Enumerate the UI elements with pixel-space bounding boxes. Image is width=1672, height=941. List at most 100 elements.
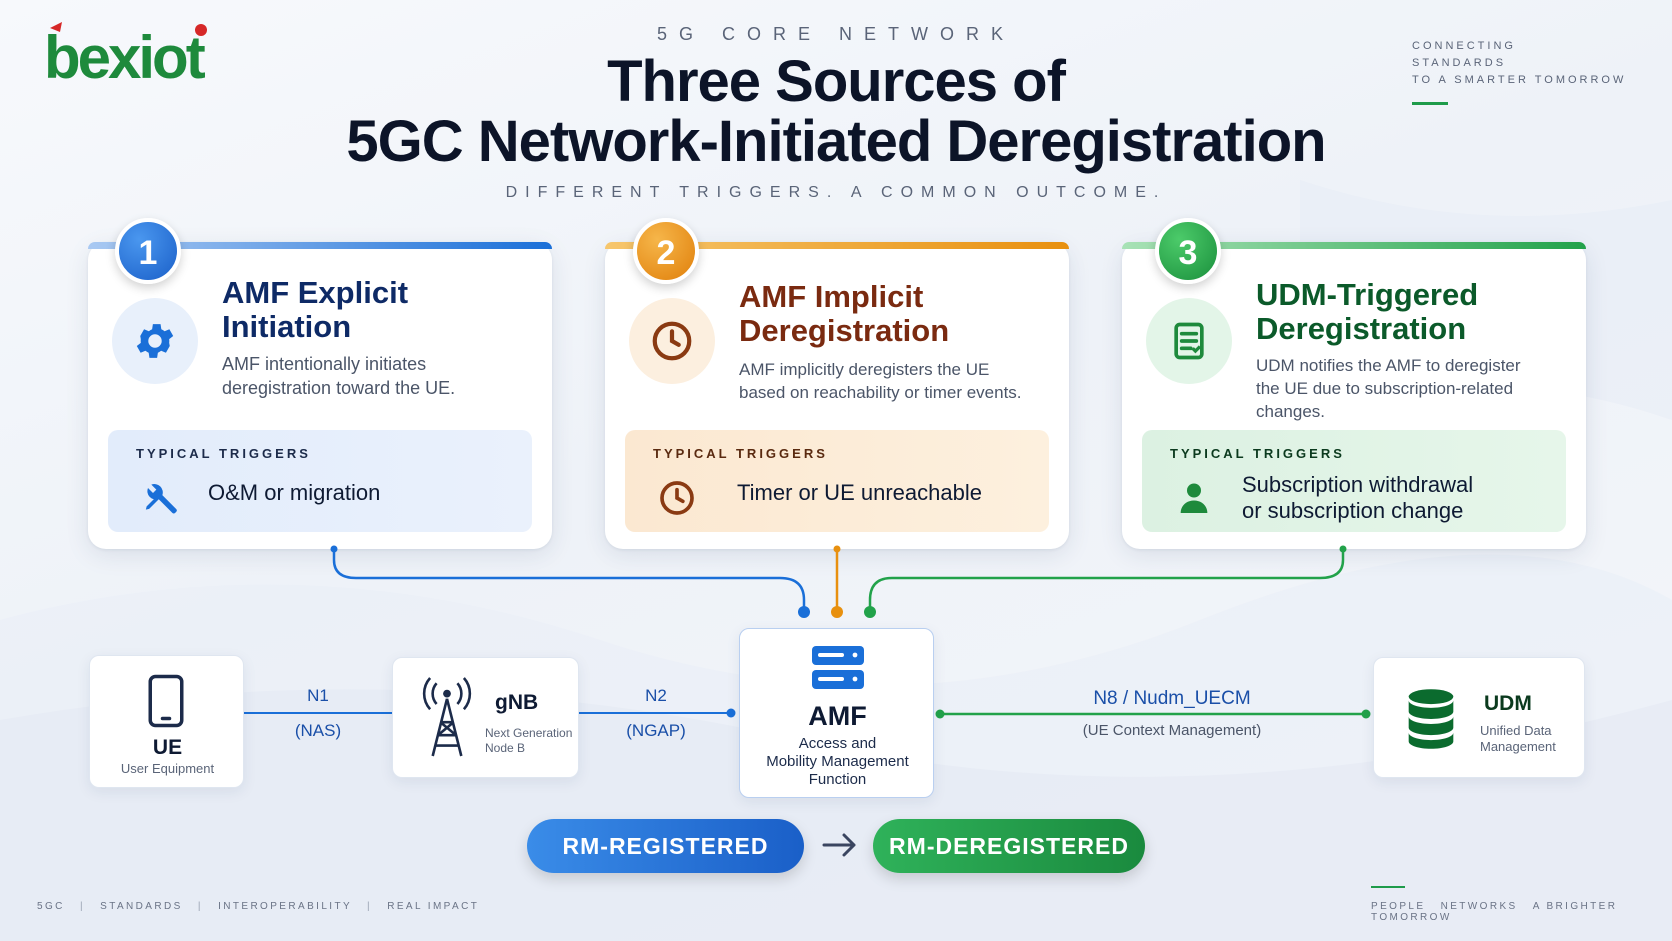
connector-dot bbox=[935, 709, 945, 719]
node-gnb: gNB Next Generation Node B bbox=[392, 657, 579, 778]
footer-divider bbox=[1371, 886, 1405, 888]
connector-dot bbox=[831, 606, 843, 618]
bexiot-logo: bexiot bbox=[42, 18, 242, 91]
node-udm: UDM Unified Data Management bbox=[1373, 657, 1585, 778]
tagline-line: CONNECTING bbox=[1412, 40, 1516, 52]
node-subtitle: Unified Data Management bbox=[1480, 723, 1556, 755]
user-icon bbox=[1172, 476, 1216, 520]
card-title-line: Initiation bbox=[222, 309, 352, 344]
document-icon-svg bbox=[1174, 322, 1204, 360]
card-accent-bar bbox=[88, 242, 552, 249]
tools-icon bbox=[138, 476, 182, 520]
link-n1-protocol: (NAS) bbox=[294, 721, 342, 740]
connector-dot bbox=[1339, 545, 1347, 553]
tagline-divider bbox=[1412, 102, 1448, 105]
node-title: UE bbox=[152, 736, 183, 759]
card-desc-line: AMF intentionally initiates bbox=[222, 354, 427, 374]
triggers-label: TYPICAL TRIGGERS bbox=[136, 446, 311, 461]
card-desc-line: deregistration toward the UE. bbox=[222, 378, 456, 398]
logo-mark: bexiot bbox=[44, 22, 209, 91]
tagline-line: STANDARDS bbox=[1412, 57, 1507, 69]
state-registered: RM-REGISTERED bbox=[527, 819, 804, 873]
trigger-text: Timer or UE unreachable bbox=[737, 480, 982, 505]
eyebrow-label: 5G CORE NETWORK bbox=[656, 24, 1015, 44]
link-n8-name: N8 / Nudm_UECM bbox=[1093, 688, 1251, 709]
footer-item: INTEROPERABILITY bbox=[218, 901, 352, 912]
card-title-line: AMF Explicit bbox=[222, 275, 409, 310]
footer-left: 5GC | STANDARDS | INTEROPERABILITY | REA… bbox=[37, 901, 479, 912]
card-desc-line: the UE due to subscription-related bbox=[1256, 379, 1514, 398]
footer-separator: | bbox=[197, 901, 203, 912]
triggers-panel: TYPICAL TRIGGERS O&M or migration bbox=[108, 430, 532, 532]
card-description: AMF implicitly deregisters the UE based … bbox=[739, 358, 1059, 404]
node-title: AMF bbox=[808, 701, 867, 731]
user-icon-svg bbox=[1180, 483, 1208, 513]
trigger-text-line: or subscription change bbox=[1242, 498, 1464, 523]
node-subtitle-line: Management bbox=[1480, 739, 1556, 754]
card-accent-bar bbox=[605, 242, 1069, 249]
node-subtitle-line: Next Generation bbox=[485, 726, 573, 740]
clock-icon-svg bbox=[660, 481, 694, 515]
connector-green bbox=[868, 549, 1345, 612]
database-icon bbox=[1408, 689, 1454, 749]
link-n1-name: N1 bbox=[307, 686, 329, 705]
connector-dot bbox=[833, 545, 841, 553]
card-desc-line: AMF implicitly deregisters the UE bbox=[739, 360, 990, 379]
connector-dot bbox=[798, 606, 810, 618]
card-title: UDM-Triggered Deregistration bbox=[1256, 278, 1478, 346]
node-subtitle: Access and Mobility Management Function bbox=[740, 735, 935, 789]
card-title-line: UDM-Triggered bbox=[1256, 277, 1479, 312]
footer-item: REAL IMPACT bbox=[387, 901, 480, 912]
card-title-line: Deregistration bbox=[739, 313, 950, 348]
card-description: AMF intentionally initiates deregistrati… bbox=[222, 352, 542, 400]
triggers-panel: TYPICAL TRIGGERS Timer or UE unreachable bbox=[625, 430, 1049, 532]
card-title-line: Deregistration bbox=[1256, 311, 1467, 346]
node-title: UDM bbox=[1484, 692, 1532, 715]
tagline-right: CONNECTING STANDARDS TO A SMARTER TOMORR… bbox=[1412, 38, 1626, 89]
footer-item: 5GC bbox=[37, 901, 65, 912]
card-title-line: AMF Implicit bbox=[739, 279, 924, 314]
card-desc-line: based on reachability or timer events. bbox=[739, 383, 1022, 402]
document-icon bbox=[1146, 298, 1232, 384]
node-subtitle-line: Mobility Management bbox=[766, 753, 909, 770]
footer-right: PEOPLE NETWORKS A BRIGHTER TOMORROW bbox=[1371, 901, 1672, 923]
title-line-1: Three Sources of bbox=[607, 49, 1066, 114]
footer-item: NETWORKS bbox=[1440, 901, 1518, 912]
triggers-label: TYPICAL TRIGGERS bbox=[653, 446, 828, 461]
card-desc-line: UDM notifies the AMF to deregister bbox=[1256, 356, 1521, 375]
card-desc-line: changes. bbox=[1256, 402, 1325, 421]
node-ue: UE User Equipment bbox=[89, 655, 244, 788]
link-n2-name: N2 bbox=[645, 686, 667, 705]
page-title: Three Sources of 5GC Network-Initiated D… bbox=[0, 52, 1672, 172]
phone-icon bbox=[148, 674, 184, 728]
card-udm-triggered: UDM-Triggered Deregistration UDM notifie… bbox=[1122, 242, 1586, 549]
trigger-text: Subscription withdrawal or subscription … bbox=[1242, 472, 1473, 524]
title-line-2: 5GC Network-Initiated Deregistration bbox=[346, 109, 1326, 174]
footer-item: A BRIGHTER TOMORROW bbox=[1371, 901, 1618, 923]
node-subtitle: User Equipment bbox=[120, 761, 215, 776]
card-title: AMF Explicit Initiation bbox=[222, 276, 408, 344]
card-amf-explicit: AMF Explicit Initiation AMF intentionall… bbox=[88, 242, 552, 549]
clock-icon bbox=[629, 298, 715, 384]
footer-separator: | bbox=[367, 901, 373, 912]
footer-item: STANDARDS bbox=[100, 901, 183, 912]
triggers-panel: TYPICAL TRIGGERS Subscription withdrawal… bbox=[1142, 430, 1566, 532]
card-number-badge: 1 bbox=[115, 218, 181, 284]
server-icon bbox=[812, 646, 864, 689]
node-subtitle-line: Unified Data bbox=[1480, 723, 1552, 738]
tagline-line: TO A SMARTER TOMORROW bbox=[1412, 74, 1627, 86]
card-number-badge: 2 bbox=[633, 218, 699, 284]
connector-dot bbox=[1361, 709, 1371, 719]
card-amf-implicit: AMF Implicit Deregistration AMF implicit… bbox=[605, 242, 1069, 549]
arrow-right-icon bbox=[822, 833, 856, 857]
clock-icon-svg bbox=[652, 321, 692, 361]
link-n2-protocol: (NGAP) bbox=[626, 721, 686, 740]
node-amf: AMF Access and Mobility Management Funct… bbox=[739, 628, 934, 798]
card-accent-bar bbox=[1122, 242, 1586, 249]
trigger-text-line: Subscription withdrawal bbox=[1242, 472, 1474, 497]
gear-icon bbox=[112, 298, 198, 384]
connector-blue bbox=[332, 549, 806, 612]
connector-dot bbox=[726, 708, 736, 718]
tools-icon-svg bbox=[145, 484, 177, 514]
